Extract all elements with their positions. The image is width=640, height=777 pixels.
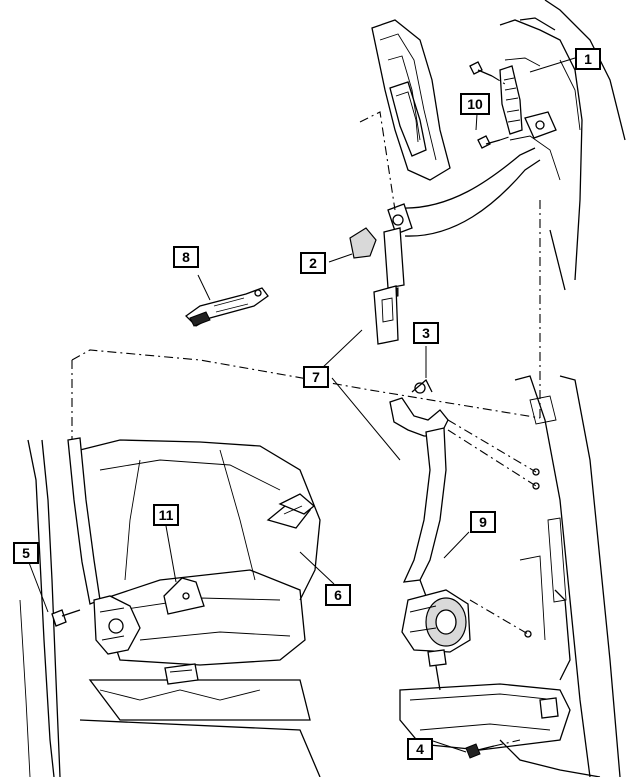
- leader-lines: [27, 57, 576, 753]
- guide-bracket: [499, 65, 557, 139]
- bolt-4: [465, 739, 521, 759]
- callout-7: 7: [303, 366, 329, 388]
- callout-10: 10: [460, 93, 490, 115]
- right-pillar: [514, 375, 621, 777]
- anchor-hardware: [447, 419, 540, 638]
- bolt-10: [469, 61, 513, 149]
- left-belt: [51, 437, 141, 655]
- d-ring-cover: [349, 227, 377, 259]
- callout-1: 1: [575, 48, 601, 70]
- callout-11: 11: [153, 504, 179, 526]
- callout-5: 5: [13, 542, 39, 564]
- b-pillar-trim: [371, 0, 626, 291]
- callout-3: 3: [413, 322, 439, 344]
- callout-6: 6: [325, 584, 351, 606]
- callout-4: 4: [407, 738, 433, 760]
- buckle-plate: [184, 287, 269, 327]
- callout-8: 8: [173, 246, 199, 268]
- seat-back: [79, 439, 321, 601]
- floor-bracket: [399, 683, 601, 777]
- lower-belt: [389, 378, 449, 597]
- retractor-9: [401, 589, 471, 691]
- dash-line-upper: [359, 111, 396, 211]
- left-pillar: [19, 439, 61, 777]
- cover-11: [163, 577, 205, 615]
- buckle-6: [266, 493, 316, 529]
- callout-2: 2: [300, 252, 326, 274]
- callout-9: 9: [470, 511, 496, 533]
- upper-belt: [373, 147, 541, 345]
- dash-line-top: [71, 349, 541, 419]
